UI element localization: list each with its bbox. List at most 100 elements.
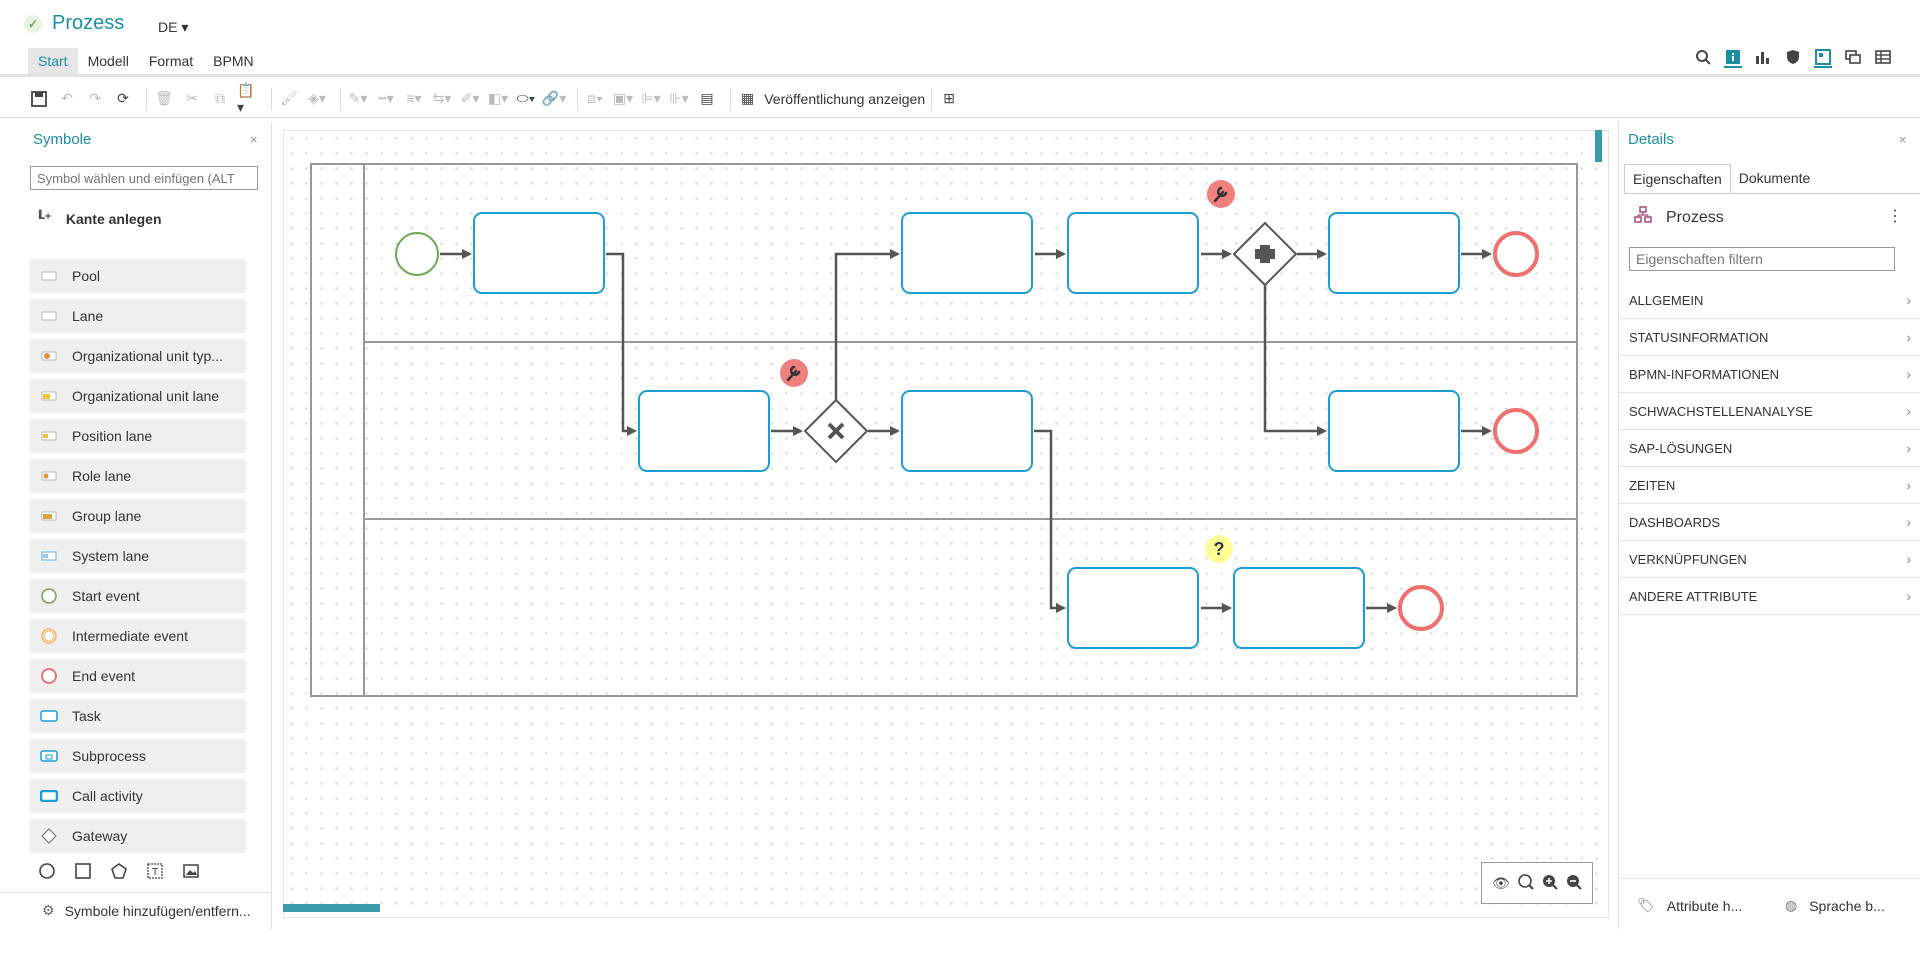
start-event[interactable]	[395, 232, 439, 276]
section-bpmn-informationen[interactable]: BPMN-INFORMATIONEN›	[1619, 356, 1920, 393]
eye-icon[interactable]: 👁	[1492, 874, 1510, 891]
line-color-icon[interactable]: ✎▾	[348, 90, 368, 106]
property-filter-input[interactable]	[1629, 247, 1895, 271]
symbol-search-input[interactable]	[30, 166, 258, 190]
group-lane-icon	[40, 510, 58, 522]
cut-icon[interactable]: ✂	[186, 90, 198, 106]
language-dropdown[interactable]: DE ▾	[158, 19, 188, 36]
task[interactable]	[1328, 390, 1460, 472]
group-icon[interactable]: ⧈▾	[587, 90, 603, 106]
tab-eigenschaften[interactable]: Eigenschaften	[1624, 164, 1731, 194]
distribute-icon[interactable]: ⊪▾	[669, 90, 689, 106]
delete-icon[interactable]: 🗑	[155, 90, 173, 106]
section-allgemein[interactable]: ALLGEMEIN›	[1619, 282, 1920, 319]
symbol-pool[interactable]: Pool	[30, 259, 246, 293]
arrange-icon[interactable]: ▣▾	[612, 90, 634, 106]
symbol-intermediate-event[interactable]: Intermediate event	[30, 619, 246, 653]
symbol-call-activity[interactable]: Call activity	[30, 779, 246, 813]
task[interactable]	[1067, 212, 1199, 294]
close-icon[interactable]: ×	[250, 132, 258, 147]
zoom-in-icon[interactable]	[1542, 874, 1558, 893]
section-verknuepfungen[interactable]: VERKNÜPFUNGEN›	[1619, 541, 1920, 578]
undo-icon[interactable]: ↶	[61, 90, 73, 106]
circle-shape-icon[interactable]	[38, 862, 56, 885]
show-publication-button[interactable]: ▦Veröffentlichung anzeigen	[741, 90, 925, 107]
info-icon[interactable]	[1724, 48, 1742, 68]
tab-start[interactable]: Start	[28, 48, 78, 74]
language-button[interactable]: ◍Sprache b...	[1785, 897, 1885, 914]
connector-icon[interactable]: ⬭▾	[516, 90, 536, 106]
edit-icon[interactable]: ✐▾	[460, 90, 480, 106]
shield-icon[interactable]	[1784, 48, 1802, 68]
archive-icon[interactable]: ▤	[700, 90, 714, 106]
symbol-gateway[interactable]: Gateway	[30, 819, 246, 853]
end-event[interactable]	[1493, 231, 1539, 277]
symbol-role-lane[interactable]: Role lane	[30, 459, 246, 493]
section-schwachstellenanalyse[interactable]: SCHWACHSTELLENANALYSE›	[1619, 393, 1920, 430]
copy-icon[interactable]: ⧉	[215, 90, 225, 106]
symbol-group-lane[interactable]: Group lane	[30, 499, 246, 533]
symbol-position-lane[interactable]: Position lane	[30, 419, 246, 453]
redo-icon[interactable]: ↷	[89, 90, 101, 106]
task[interactable]	[901, 390, 1033, 472]
save-icon[interactable]	[28, 88, 50, 110]
header-divider	[0, 74, 1920, 77]
section-zeiten[interactable]: ZEITEN›	[1619, 467, 1920, 504]
tab-dokumente[interactable]: Dokumente	[1730, 164, 1819, 194]
line-style-icon[interactable]: ┅▾	[378, 90, 394, 106]
shape-icon[interactable]: ◧▾	[487, 90, 509, 106]
symbol-system-lane[interactable]: System lane	[30, 539, 246, 573]
tab-bpmn[interactable]: BPMN	[213, 53, 254, 69]
end-event[interactable]	[1493, 408, 1539, 454]
task[interactable]	[1233, 567, 1365, 649]
zoom-100-icon[interactable]	[1518, 873, 1534, 893]
add-remove-symbols-button[interactable]: ⚙Symbole hinzufügen/entfern...	[42, 902, 251, 919]
zoom-out-icon[interactable]	[1566, 874, 1582, 893]
pool[interactable]	[310, 163, 1578, 697]
symbol-subprocess[interactable]: Subprocess	[30, 739, 246, 773]
horizontal-scrollbar[interactable]	[283, 904, 380, 912]
fill-color-icon[interactable]: ◈▾	[308, 90, 326, 106]
format-painter-icon[interactable]: 🖌	[280, 90, 298, 106]
end-event[interactable]	[1398, 585, 1444, 631]
text-shape-icon[interactable]: T	[146, 862, 164, 885]
section-sap-loesungen[interactable]: SAP-LÖSUNGEN›	[1619, 430, 1920, 467]
align-icon[interactable]: ⊫▾	[641, 90, 661, 106]
question-badge[interactable]	[1205, 535, 1233, 563]
section-andere-attribute[interactable]: ANDERE ATTRIBUTE›	[1619, 578, 1920, 615]
symbol-start-event[interactable]: Start event	[30, 579, 246, 613]
more-options-icon[interactable]: ⋮	[1887, 208, 1903, 225]
section-statusinformation[interactable]: STATUSINFORMATION›	[1619, 319, 1920, 356]
symbol-lane[interactable]: Lane	[30, 299, 246, 333]
add-comment-icon[interactable]: ⊞	[943, 90, 955, 106]
bar-chart-icon[interactable]	[1754, 48, 1772, 68]
vertical-scrollbar[interactable]	[1595, 130, 1602, 162]
symbol-org-unit-lane[interactable]: Organizational unit lane	[30, 379, 246, 413]
symbol-org-unit-type[interactable]: Organizational unit typ...	[30, 339, 246, 373]
arrows-icon[interactable]: ⇆▾	[432, 90, 452, 106]
attributes-button[interactable]: 🏷Attribute h...	[1637, 897, 1742, 914]
symbol-task[interactable]: Task	[30, 699, 246, 733]
create-edge-button[interactable]: ┖⁺Kante anlegen	[36, 210, 162, 227]
line-weight-icon[interactable]: ≡▾	[406, 90, 422, 106]
refresh-icon[interactable]: ⟳	[117, 90, 129, 106]
tab-format[interactable]: Format	[148, 53, 194, 69]
comments-icon[interactable]	[1844, 48, 1862, 68]
table-icon[interactable]	[1874, 48, 1892, 68]
symbol-end-event[interactable]: End event	[30, 659, 246, 693]
paste-icon[interactable]: 📋▾	[237, 81, 255, 115]
task[interactable]	[473, 212, 605, 294]
properties-icon[interactable]	[1814, 48, 1832, 68]
rectangle-shape-icon[interactable]	[74, 862, 92, 885]
pentagon-shape-icon[interactable]	[110, 862, 128, 885]
task[interactable]	[901, 212, 1033, 294]
search-icon[interactable]	[1694, 48, 1712, 68]
tab-modell[interactable]: Modell	[87, 53, 129, 69]
close-icon[interactable]: ×	[1899, 132, 1907, 147]
link-icon[interactable]: 🔗▾	[541, 90, 567, 106]
image-shape-icon[interactable]	[182, 862, 200, 885]
section-dashboards[interactable]: DASHBOARDS›	[1619, 504, 1920, 541]
task[interactable]	[1067, 567, 1199, 649]
task[interactable]	[1328, 212, 1460, 294]
task[interactable]	[638, 390, 770, 472]
